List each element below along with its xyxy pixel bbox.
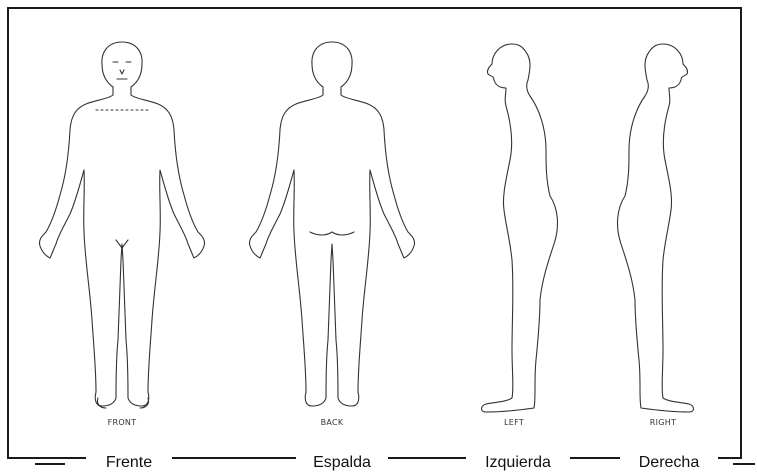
back-body-figure — [249, 42, 414, 406]
left-figure-label: LEFT — [454, 418, 574, 427]
back-figure-label: BACK — [272, 418, 392, 427]
caption-right: Derecha — [620, 453, 718, 472]
frame-bottom-line-right — [733, 463, 755, 465]
caption-front: Frente — [86, 453, 172, 472]
right-figure-label: RIGHT — [603, 418, 723, 427]
caption-left: Izquierda — [466, 453, 570, 472]
front-body-figure — [39, 42, 204, 408]
right-body-figure — [618, 44, 694, 412]
caption-back: Espalda — [296, 453, 388, 472]
left-body-figure — [482, 44, 558, 412]
frame-bottom-line-left — [35, 463, 65, 465]
front-figure-label: FRONT — [62, 418, 182, 427]
